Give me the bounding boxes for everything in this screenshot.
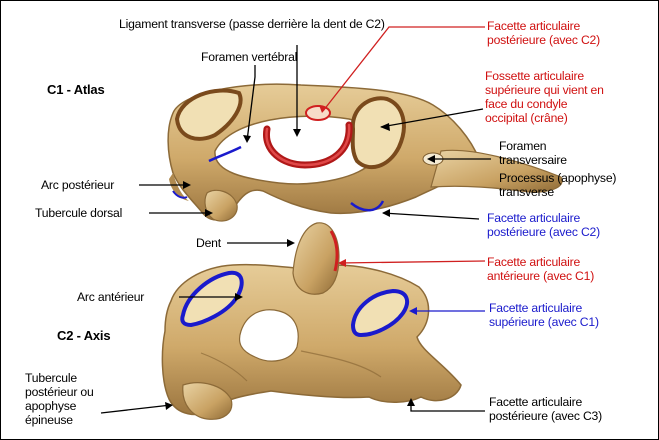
label-arc-posterieur: Arc postérieur <box>41 178 114 192</box>
label-tubercule-dorsal: Tubercule dorsal <box>35 206 122 220</box>
label-facette-anterieure-c1: Facette articulaire antérieure (avec C1) <box>487 255 594 283</box>
leader-facette-c1-red <box>339 261 485 263</box>
label-ligament-transverse: Ligament transverse (passe derrière la d… <box>119 17 385 31</box>
label-tubercule-posterieur: Tubercule postérieur ou apophyse épineus… <box>25 371 94 427</box>
label-fossette-articulaire: Fossette articulaire supérieure qui vien… <box>485 69 604 125</box>
label-facette-posterieure-c2-top: Facette articulaire postérieure (avec C2… <box>487 19 600 47</box>
label-foramen-transversaire: Foramen transversaire <box>499 139 567 167</box>
label-arc-anterieur: Arc antérieur <box>77 290 144 304</box>
axis-c2-bone <box>162 223 461 419</box>
label-facette-superieure-c1: Facette articulaire supérieure (avec C1) <box>489 301 599 329</box>
title-c1-atlas: C1 - Atlas <box>47 83 104 97</box>
label-foramen-vertebral: Foramen vertébral <box>201 50 297 64</box>
leader-tubercule-posterieur <box>101 405 171 413</box>
label-dent: Dent <box>196 236 221 250</box>
label-facette-posterieure-c2-bottom: Facette articulaire postérieure (avec C2… <box>487 211 600 239</box>
leader-facette-c2-blue <box>383 213 479 219</box>
leader-facette-c3 <box>411 401 485 411</box>
title-c2-axis: C2 - Axis <box>57 329 110 343</box>
label-facette-posterieure-c3: Facette articulaire postérieure (avec C3… <box>489 395 602 423</box>
label-processus-transverse: Processus (apophyse) transverse <box>499 171 616 199</box>
